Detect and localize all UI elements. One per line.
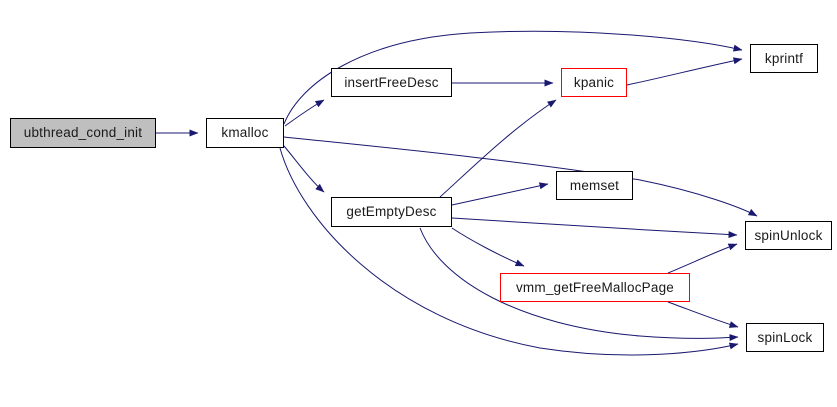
node-label-vmm_getFreeMallocPage: vmm_getFreeMallocPage [515,279,674,295]
node-getEmptyDesc[interactable]: getEmptyDesc [331,197,452,227]
edge-vmm_getFreeMallocPage-to-spinLock [667,301,739,328]
node-label-kpanic: kpanic [573,74,615,90]
edge-kmalloc-to-spinLock [279,147,739,356]
edge-getEmptyDesc-to-vmm_getFreeMallocPage [451,227,525,267]
node-vmm_getFreeMallocPage[interactable]: vmm_getFreeMallocPage [500,273,690,302]
edge-vmm_getFreeMallocPage-to-spinUnlock [667,243,738,274]
edge-getEmptyDesc-to-spinLock [419,227,739,342]
edge-kmalloc-to-kprintf [283,30,743,125]
node-label-spinUnlock: spinUnlock [754,227,823,243]
edge-getEmptyDesc-to-kpanic [439,99,557,198]
node-label-getEmptyDesc: getEmptyDesc [346,204,437,220]
node-label-kprintf: kprintf [764,50,804,66]
node-spinUnlock[interactable]: spinUnlock [745,221,832,250]
edge-getEmptyDesc-to-spinUnlock [451,217,738,239]
node-label-kmalloc: kmalloc [221,125,269,141]
node-spinLock[interactable]: spinLock [746,323,824,352]
edge-kmalloc-to-insertFreeDesc [284,99,325,127]
node-label-ubthread_cond_init: ubthread_cond_init [23,125,143,141]
node-memset[interactable]: memset [556,171,633,200]
edge-kpanic-to-kprintf [626,57,743,86]
node-kmalloc[interactable]: kmalloc [206,118,284,148]
edge-getEmptyDesc-to-memset [451,182,549,206]
node-insertFreeDesc[interactable]: insertFreeDesc [331,68,452,97]
node-label-memset: memset [569,177,620,193]
node-kprintf[interactable]: kprintf [750,44,818,73]
node-label-insertFreeDesc: insertFreeDesc [344,74,439,90]
node-ubthread_cond_init[interactable]: ubthread_cond_init [10,118,156,148]
node-label-spinLock: spinLock [757,329,813,345]
edge-kmalloc-to-getEmptyDesc [283,145,325,193]
node-kpanic[interactable]: kpanic [561,68,627,97]
